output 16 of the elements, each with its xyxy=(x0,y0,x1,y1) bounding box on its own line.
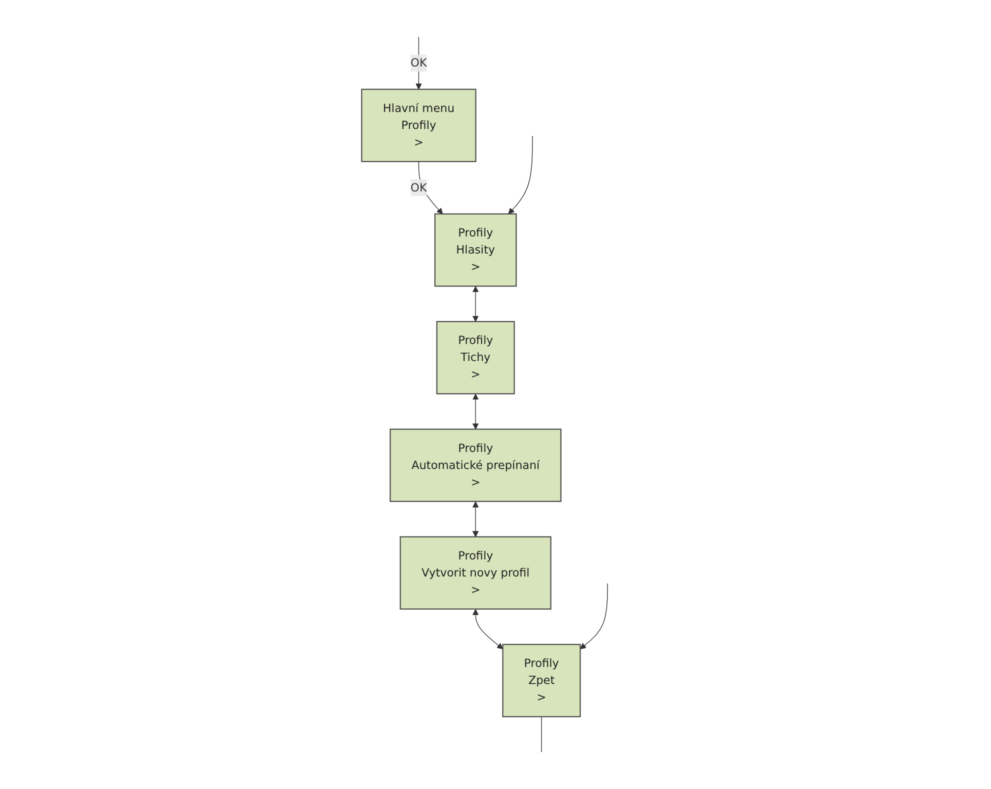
arrow xyxy=(472,394,479,430)
connector xyxy=(541,716,542,752)
node-box: Hlavní menu Profily > xyxy=(361,88,477,162)
arrow xyxy=(472,609,504,650)
arrow xyxy=(472,286,479,322)
arrow xyxy=(580,583,608,650)
arrow xyxy=(472,501,479,538)
node-box: Profily Tichy > xyxy=(436,321,516,394)
edge-label: OK xyxy=(410,180,428,194)
edge-label: OK xyxy=(410,56,428,70)
node-box: Profily Zpet > xyxy=(502,644,582,718)
node-box: Profily Vytvorit novy profil > xyxy=(400,536,552,610)
arrow xyxy=(416,36,422,90)
node-box: Profily Automatické prepínaní > xyxy=(390,428,562,502)
node-box: Profily Hlasity > xyxy=(434,213,518,287)
arrow xyxy=(508,136,534,214)
